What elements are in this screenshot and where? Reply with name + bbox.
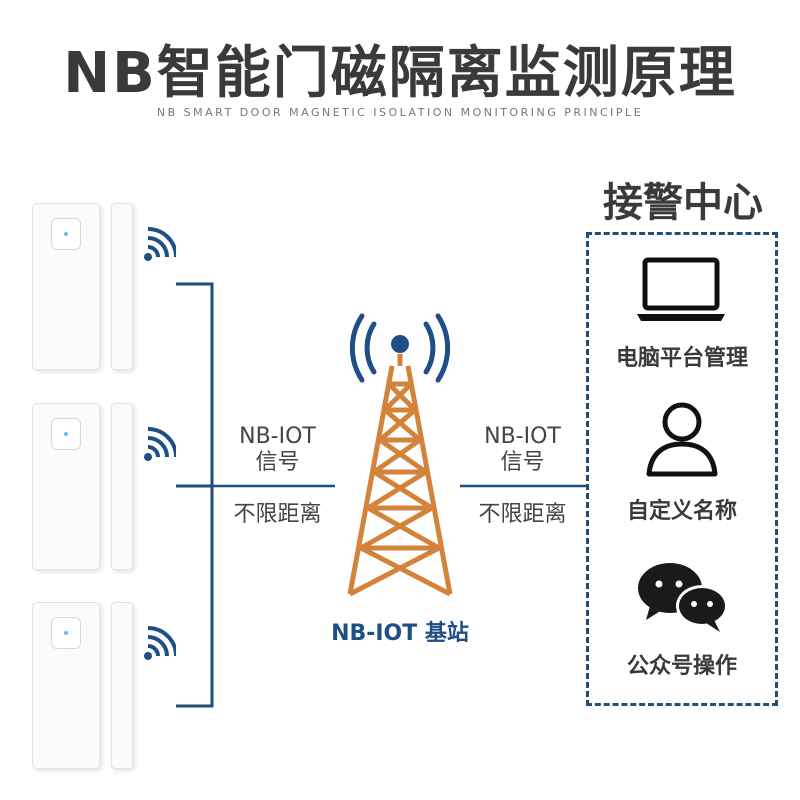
sensor-body (32, 203, 100, 370)
sensor-button (51, 617, 81, 649)
tower-label: NB-IOT 基站 (331, 621, 469, 646)
sensor-magnet (111, 203, 133, 370)
link-left-label: NB-IOT 信号 (215, 424, 340, 476)
link-right-signal: 信号 (500, 450, 545, 475)
link-left-distance: 不限距离 (233, 502, 322, 527)
alarm-center-box (586, 232, 778, 706)
sensor-magnet (111, 602, 133, 769)
wechat-icon (638, 563, 728, 632)
link-right-label: NB-IOT 信号 (460, 424, 585, 476)
sensor-led (64, 631, 68, 635)
laptop-icon (637, 257, 725, 321)
wireless-signal-icon (144, 227, 176, 261)
sensor-button (51, 218, 81, 250)
sensor-body (32, 602, 100, 769)
link-left-signal: 信号 (255, 450, 300, 475)
alarm-item-2-label: 自定义名称 (626, 499, 737, 524)
link-right-distance: 不限距离 (478, 502, 567, 527)
page-title: NB智能门磁隔离监测原理 (63, 41, 737, 106)
alarm-item-1-label: 电脑平台管理 (615, 346, 748, 371)
link-right-protocol: NB-IOT (484, 424, 561, 449)
sensor-body (32, 403, 100, 570)
alarm-item-3-label: 公众号操作 (626, 654, 737, 679)
wireless-signal-icon (144, 427, 176, 461)
sensor-button (51, 418, 81, 450)
link-left-protocol: NB-IOT (239, 424, 316, 449)
sensor-led (64, 432, 68, 436)
cell-tower-icon (347, 313, 453, 597)
wireless-signal-icon (144, 626, 176, 660)
sensor-magnet (111, 403, 133, 570)
sensor-bracket (176, 282, 214, 708)
alarm-center-title: 接警中心 (603, 180, 763, 226)
page-subtitle: NB SMART DOOR MAGNETIC ISOLATION MONITOR… (156, 106, 644, 119)
sensor-led (64, 232, 68, 236)
user-icon (646, 402, 718, 477)
